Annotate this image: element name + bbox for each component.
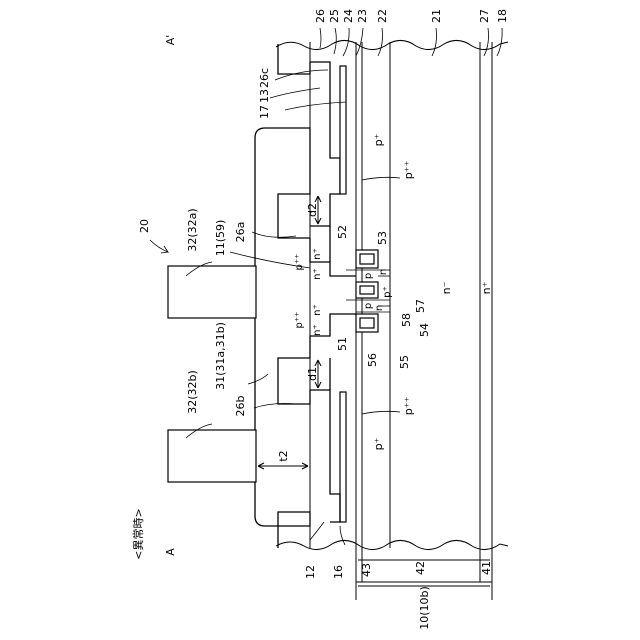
region-label-26c: 26c: [258, 68, 271, 88]
doping-ppp-mid-top: p⁺⁺: [294, 254, 305, 271]
terminal-pad-lower: [168, 430, 256, 482]
terminal-pad-upper: [168, 266, 256, 318]
dimension-label-41: 41: [480, 561, 493, 575]
layer-label-25: 25: [328, 9, 341, 23]
dimension-label-d1: d1: [306, 367, 319, 381]
trench-label-53: 53: [376, 231, 389, 245]
doping-p-b: p: [363, 303, 374, 309]
layer-label-26: 26: [314, 9, 327, 23]
trench-label-52: 52: [336, 225, 349, 239]
region-label-13: 13: [258, 89, 271, 103]
layer-label-23: 23: [356, 9, 369, 23]
dimension-label-43: 43: [360, 563, 373, 577]
region-label-11: 11(59): [214, 220, 227, 257]
terminal-label-upper: 32(32a): [186, 208, 199, 251]
doping-ppp-top: p⁺⁺: [402, 161, 415, 180]
doping-n-a: n: [378, 269, 389, 275]
doping-p-a: p: [363, 273, 374, 279]
doping-nplus-c: n⁺: [312, 304, 323, 316]
section-label-a-prime: A': [164, 35, 177, 46]
region-label-26b: 26b: [234, 395, 247, 416]
layer-label-22: 22: [376, 9, 389, 23]
trench-label-56: 56: [366, 353, 379, 367]
dimension-label-t2: t2: [277, 450, 290, 461]
doping-n-b: n: [374, 305, 385, 311]
doping-nplus-d: n⁺: [312, 324, 323, 336]
region-label-26a: 26a: [234, 222, 247, 243]
layer-label-24: 24: [342, 9, 355, 23]
doping-n-plus-substrate: n⁺: [480, 281, 493, 294]
terminal-label-lower: 32(32b): [186, 370, 199, 414]
dimension-label-10: 10(10b): [418, 586, 431, 630]
layer-label-27: 27: [478, 9, 491, 23]
trench-label-54: 54: [418, 323, 431, 337]
region-label-12: 12: [304, 565, 317, 579]
region-label-16: 16: [332, 565, 345, 579]
trench-label-58: 58: [400, 313, 413, 327]
region-label-31: 31(31a,31b): [214, 322, 227, 390]
layer-label-21: 21: [430, 9, 443, 23]
doping-pplus-mid: p⁺: [382, 286, 393, 298]
device-arrow: [150, 240, 168, 253]
doping-nplus-a: n⁺: [312, 248, 323, 260]
doping-n-minus: n⁻: [440, 281, 453, 294]
doping-pplus-bot: p⁺: [372, 437, 385, 450]
trench-label-55: 55: [398, 355, 411, 369]
doping-ppp-bot: p⁺⁺: [402, 397, 415, 416]
doping-pplus-top: p⁺: [372, 133, 385, 146]
figure-caption: <異常時>: [132, 508, 145, 559]
region-label-17: 17: [258, 105, 271, 119]
section-label-a: A: [164, 548, 177, 556]
dimension-label-d2: d2: [306, 203, 319, 217]
trench-label-51: 51: [336, 337, 349, 351]
device-label: 20: [138, 219, 151, 233]
doping-ppp-mid-bot: p⁺⁺: [294, 312, 305, 329]
layer-label-18: 18: [496, 9, 509, 23]
trench-label-57: 57: [414, 299, 427, 313]
doping-nplus-b: n⁺: [312, 268, 323, 280]
dimension-label-42: 42: [414, 561, 427, 575]
